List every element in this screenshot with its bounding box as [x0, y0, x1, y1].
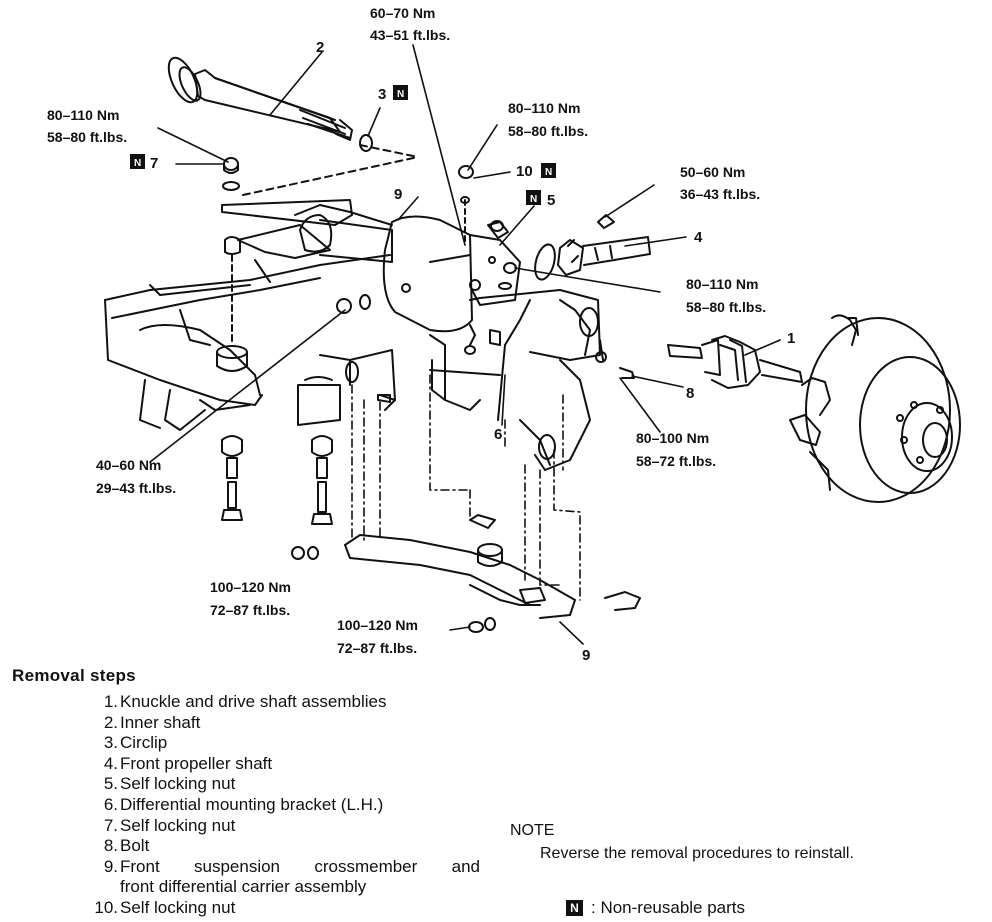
leader-lines	[149, 44, 781, 645]
torque-6-ft: 58–72 ft.lbs.	[636, 453, 716, 469]
inner-shaft-part	[167, 56, 353, 141]
drive-shaft-part	[667, 335, 803, 389]
n-badge-5: N	[526, 190, 541, 205]
torque-8-nm: 100–120 Nm	[210, 579, 291, 595]
step-item: 9.Front suspension crossmember and	[103, 856, 480, 876]
removal-steps-list: 1.Knuckle and drive shaft assemblies 2.I…	[85, 692, 480, 919]
torque-9-ft: 72–87 ft.lbs.	[337, 640, 417, 656]
mounting-bracket-part	[319, 289, 635, 471]
callout-1: 1	[787, 330, 795, 347]
step-item: 8.Bolt	[103, 836, 150, 856]
n-badge-10: N	[541, 163, 556, 178]
torque-1-nm: 60–70 Nm	[370, 5, 435, 21]
callout-7: 7	[150, 155, 158, 172]
torque-2-ft: 58–80 ft.lbs.	[47, 129, 127, 145]
callout-2: 2	[316, 39, 324, 56]
crossmember-upper-part	[104, 224, 391, 431]
step-item-continued: front differential carrier assembly	[120, 877, 367, 897]
knuckle-hub-part	[789, 314, 961, 503]
n-badge-3: N	[393, 85, 408, 100]
torque-3-ft: 58–80 ft.lbs.	[508, 123, 588, 139]
step-item: 2.Inner shaft	[103, 712, 201, 732]
torque-3-nm: 80–110 Nm	[508, 100, 580, 116]
n-badge-legend: N	[566, 900, 583, 916]
step-item: 7.Self locking nut	[103, 815, 236, 835]
callout-6: 6	[494, 426, 502, 443]
callout-5: 5	[547, 192, 555, 209]
differential-carrier-part	[294, 165, 556, 333]
callout-4: 4	[694, 229, 703, 246]
removal-steps-title: Removal steps	[12, 666, 136, 685]
torque-8-ft: 72–87 ft.lbs.	[210, 602, 290, 618]
callout-10: 10	[516, 163, 533, 180]
step-item: 5.Self locking nut	[103, 774, 236, 794]
step-item: 4.Front propeller shaft	[103, 753, 273, 773]
left-bolt-stack	[221, 435, 243, 521]
svg-text:N: N	[530, 194, 537, 205]
callout-3: 3	[378, 86, 386, 103]
n-badge-7: N	[130, 154, 145, 169]
torque-4-nm: 50–60 Nm	[680, 164, 745, 180]
guide-lines	[351, 374, 581, 601]
torque-7-ft: 29–43 ft.lbs.	[96, 480, 176, 496]
note-text: Reverse the removal procedures to reinst…	[540, 845, 854, 862]
torque-9-nm: 100–120 Nm	[337, 617, 418, 633]
torque-2-nm: 80–110 Nm	[47, 107, 119, 123]
torque-5-nm: 80–110 Nm	[686, 276, 758, 292]
step-item: 1.Knuckle and drive shaft assemblies	[103, 692, 387, 711]
torque-1-ft: 43–51 ft.lbs.	[370, 27, 450, 43]
circlip-part	[359, 134, 373, 152]
svg-text:N: N	[397, 89, 404, 100]
callout-9-lower: 9	[582, 647, 590, 664]
step-item: 3.Circlip	[103, 733, 168, 753]
svg-text:N: N	[545, 167, 552, 178]
legend: N : Non-reusable parts	[566, 898, 745, 918]
callout-9-upper: 9	[394, 186, 402, 203]
torque-5-ft: 58–80 ft.lbs.	[686, 299, 766, 315]
center-bolt-stack	[297, 376, 391, 525]
torque-6-nm: 80–100 Nm	[636, 430, 709, 446]
front-propeller-shaft-part	[557, 214, 651, 276]
callout-8: 8	[686, 385, 694, 402]
torque-7-nm: 40–60 Nm	[96, 457, 161, 473]
torque-4-ft: 36–43 ft.lbs.	[680, 186, 760, 202]
note-title: NOTE	[510, 822, 555, 839]
svg-text:N: N	[134, 158, 141, 169]
step-item: 6.Differential mounting bracket (L.H.)	[103, 794, 384, 814]
legend-text: : Non-reusable parts	[591, 898, 746, 917]
lower-crossmember-part	[291, 514, 641, 633]
step-item: 10.Self locking nut	[94, 897, 236, 917]
